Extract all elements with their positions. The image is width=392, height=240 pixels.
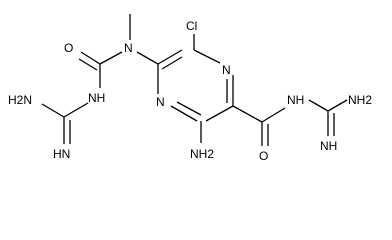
substituent-bonds (41, 14, 348, 146)
bond-nh-left-guanidine-c (63, 102, 89, 118)
bond-n-methyl-carbonyl (99, 51, 123, 65)
pyrazine-ring (157, 49, 234, 122)
atom-hn-left: HN (53, 147, 70, 161)
atom-n-methyl: N (124, 41, 133, 55)
bond-ring-c5-c6 (157, 49, 183, 65)
atom-nh-right: NH (287, 93, 304, 107)
atom-cl: Cl (186, 19, 197, 33)
atom-o-left: O (64, 41, 73, 55)
bond-guanidine-c-h2n (41, 103, 65, 118)
bond-ring-c6-n1 (193, 49, 221, 64)
atom-h2n-left: H2N (8, 93, 32, 107)
bond-c2-carbonyl (232, 105, 263, 123)
atom-nh-left: NH (88, 91, 105, 105)
bond-nh-right-guanidine-c (308, 99, 329, 112)
bond-carbonyl-nh-right (261, 107, 286, 123)
bond-ring-c3-n4-inner (176, 101, 202, 116)
atom-n-ring-top: N (222, 63, 231, 77)
bond-ring-c5-c6-inner (161, 56, 183, 70)
bond-carbonyl-o-left-double (78, 58, 98, 71)
atom-labels: Cl N O NH H2N HN N N NH2 O NH NH2 NH (8, 19, 372, 163)
atom-nh2-right: NH2 (348, 93, 372, 107)
bond-guanidine-c-nh2-right (327, 99, 348, 112)
bond-c5-n-methyl (136, 51, 159, 65)
bond-ring-c3-n4 (170, 105, 198, 122)
bond-carbonyl-o-left (80, 51, 101, 65)
atom-nh2-bottom: NH2 (190, 147, 214, 161)
atom-n-ring-bottom: N (156, 95, 165, 109)
chemical-structure: Cl N O NH H2N HN N N NH2 O NH NH2 NH (8, 14, 372, 163)
bond-ring-c2-c3 (205, 105, 234, 122)
atom-nh-imine-right: NH (320, 139, 337, 153)
atom-o-right: O (259, 149, 268, 163)
